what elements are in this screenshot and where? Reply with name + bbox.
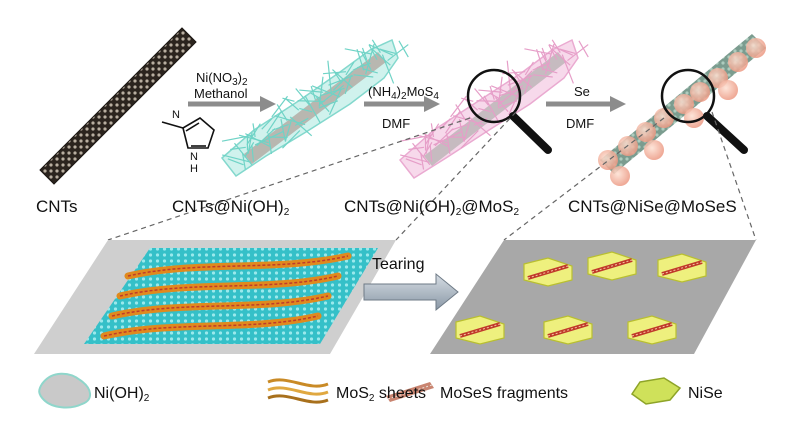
legend-mos2-label: MoS2 sheets (336, 385, 427, 404)
label-cnts: CNTs (36, 197, 78, 216)
cnt-nioh2-composite (220, 38, 409, 178)
nise-sphere (718, 80, 738, 100)
nise-sphere (644, 140, 664, 160)
legend-moses-label: MoSeS fragments (440, 385, 569, 402)
cnt-nioh2-mos2-composite (398, 38, 589, 179)
legend-nise-icon (630, 377, 682, 405)
step2-reagent: (NH4)2MoS4 (368, 84, 439, 102)
label-tearing: Tearing (372, 256, 425, 273)
label-cnts-nioh2: CNTs@Ni(OH)2 (172, 197, 290, 218)
step2-solvent: DMF (382, 116, 411, 131)
arrow-step2 (364, 96, 440, 112)
step1-solvent: Methanol (194, 86, 248, 101)
methylimidazole-structure-icon: N N H (161, 109, 215, 175)
graphene-plate-left (34, 240, 396, 354)
nise-sphere (598, 150, 618, 170)
svg-text:N: N (172, 109, 180, 121)
magnifier-mos2-icon (466, 68, 552, 154)
cnt-nise-moses-composite (598, 34, 766, 186)
zoom-lines (107, 111, 757, 241)
nise-plate-right (430, 240, 756, 354)
nise-sphere (746, 38, 766, 58)
label-cnts-nise-moses: CNTs@NiSe@MoSeS (568, 197, 737, 216)
tearing-arrow (363, 272, 459, 312)
nise-sphere (674, 94, 694, 114)
step3-solvent: DMF (566, 116, 595, 131)
cnt-tube (39, 27, 197, 185)
step3-reagent: Se (574, 84, 590, 99)
svg-text:H: H (190, 163, 198, 175)
nise-sphere (728, 52, 748, 72)
legend-nise-label: NiSe (688, 385, 723, 402)
arrow-step3 (546, 96, 626, 112)
legend-nioh2-label: Ni(OH)2 (94, 385, 150, 404)
legend-nioh2-icon (38, 372, 91, 409)
legend-moses-fragments-icon (386, 382, 434, 402)
nise-sphere (610, 166, 630, 186)
nise-sphere (690, 82, 710, 102)
arrow-step1 (188, 96, 276, 112)
label-cnts-nioh2-mos2: CNTs@Ni(OH)2@MoS2 (344, 197, 520, 218)
magnifier-moses-icon (660, 68, 748, 154)
legend-mos2-sheets-icon (267, 378, 329, 404)
step1-reagent: Ni(NO3)2 (196, 70, 248, 88)
svg-text:N: N (190, 151, 198, 163)
